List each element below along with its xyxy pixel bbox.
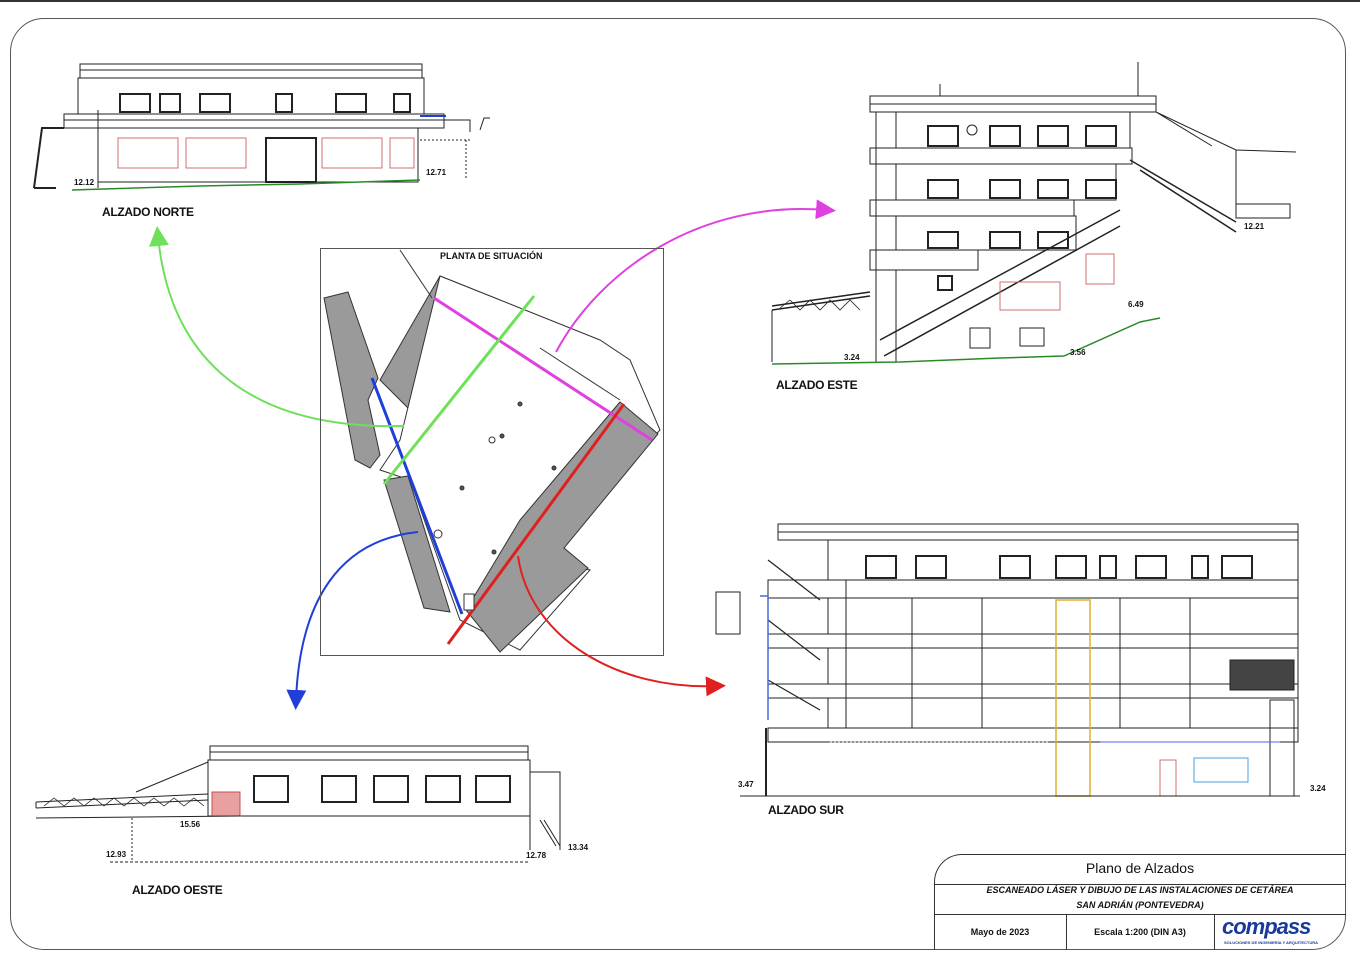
level-mark: 6.49	[1128, 300, 1144, 309]
sheet-frame	[10, 18, 1346, 950]
east-elevation	[771, 62, 1297, 365]
north-view-arrow	[149, 226, 405, 428]
logo-tagline: SOLUCIONES DE INGENIERÍA Y ARQUITECTURA	[1224, 940, 1319, 945]
title-block-divider	[934, 884, 1346, 885]
west-view-arrow	[286, 531, 419, 710]
south-view-arrow	[517, 555, 726, 697]
project-description-line1: ESCANEADO LÁSER Y DIBUJO DE LAS INSTALAC…	[986, 885, 1294, 895]
title-block-divider	[1066, 914, 1067, 950]
site-plan-frame	[320, 248, 664, 656]
level-mark: 3.24	[844, 353, 860, 362]
level-mark: 12.93	[106, 850, 127, 859]
title-block-divider	[934, 914, 1346, 915]
east-view-arrow	[555, 199, 836, 353]
project-description-line2: SAN ADRIÁN (PONTEVEDRA)	[1076, 900, 1204, 910]
site-plan	[323, 249, 661, 653]
drawing-scale: Escala 1:200 (DIN A3)	[1094, 927, 1186, 937]
north-elevation	[33, 63, 490, 191]
west-elevation-label: ALZADO OESTE	[132, 883, 223, 897]
north-elevation-label: ALZADO NORTE	[102, 205, 194, 219]
title-block-divider	[1214, 914, 1215, 950]
south-elevation	[715, 523, 1300, 797]
logo-wordmark: compass	[1222, 914, 1311, 939]
level-mark: 13.34	[568, 843, 589, 852]
company-logo: compass SOLUCIONES DE INGENIERÍA Y ARQUI…	[1222, 914, 1340, 946]
level-mark: 3.47	[738, 780, 754, 789]
sheet-top-border	[0, 0, 1360, 2]
level-mark: 3.24	[1310, 784, 1326, 793]
east-elevation-label: ALZADO ESTE	[776, 378, 858, 392]
level-mark: 3.56	[1070, 348, 1086, 357]
level-mark: 12.12	[74, 178, 95, 187]
level-mark: 12.71	[426, 168, 447, 177]
level-mark: 12.21	[1244, 222, 1265, 231]
level-mark: 12.78	[526, 851, 547, 860]
level-mark: 15.56	[180, 820, 201, 829]
site-plan-title: PLANTA DE SITUACIÓN	[440, 251, 543, 261]
south-elevation-label: ALZADO SUR	[768, 803, 844, 817]
drawing-date: Mayo de 2023	[970, 927, 1030, 937]
drawing-title: Plano de Alzados	[1085, 860, 1195, 876]
west-elevation	[35, 745, 561, 863]
title-block	[934, 854, 1346, 950]
